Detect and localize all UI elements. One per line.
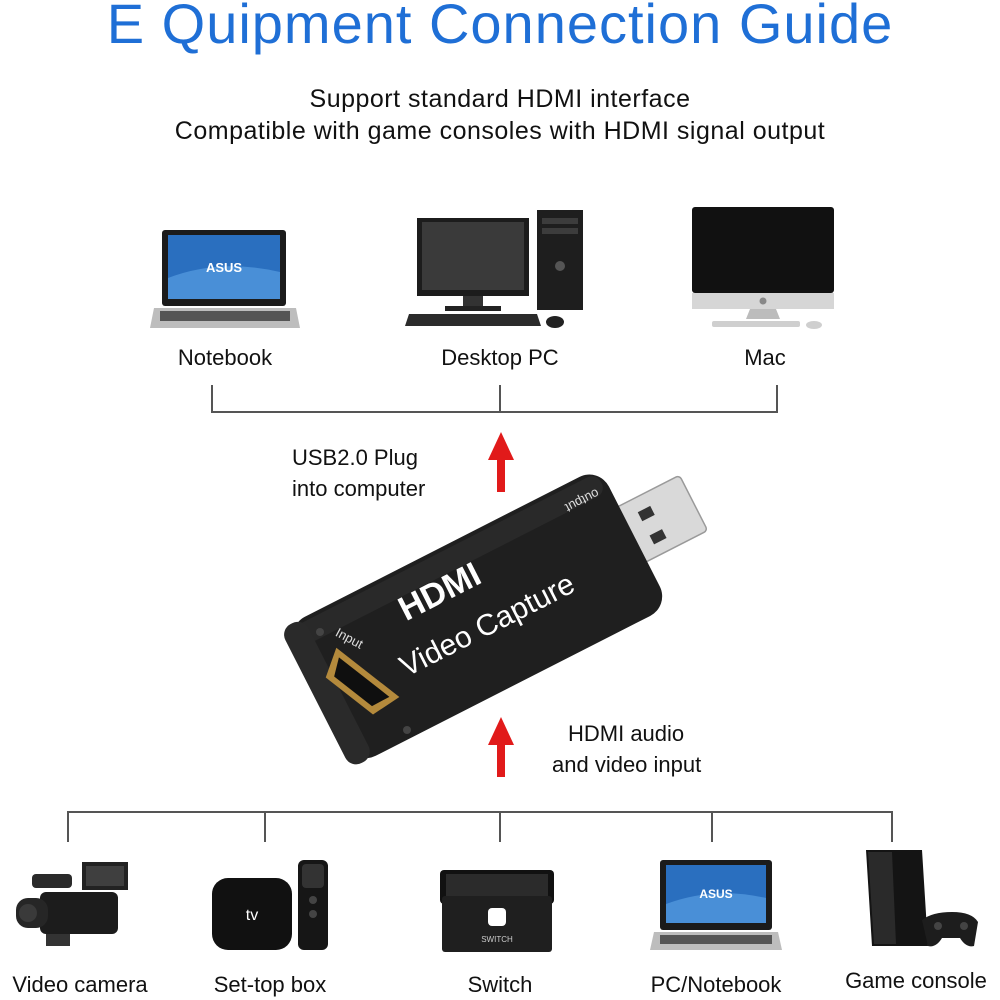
label-game-console: Game console	[845, 968, 987, 993]
imac-icon	[692, 207, 834, 329]
subtitle-line-2: Compatible with game consoles with HDMI …	[174, 117, 826, 145]
label-notebook: Notebook	[177, 345, 273, 370]
label-mac: Mac	[744, 345, 786, 370]
desktop-pc-icon	[405, 210, 583, 328]
hdmi-note-line-1: HDMI audio	[568, 721, 685, 746]
usb-note-line-2: into computer	[292, 476, 426, 501]
switch-text: SWITCH	[481, 935, 513, 944]
subtitle-line-1: Support standard HDMI interface	[309, 85, 691, 113]
label-set-top-box: Set-top box	[213, 972, 327, 997]
label-pc-notebook: PC/Notebook	[650, 972, 782, 997]
label-switch: Switch	[467, 972, 533, 997]
video-camera-icon	[16, 862, 128, 946]
asus-logo-text-2: ASUS	[699, 887, 732, 901]
label-video-camera: Video camera	[12, 972, 148, 997]
page-title: E Quipment Connection Guide	[106, 0, 894, 55]
game-switch-icon: SWITCH	[440, 870, 554, 952]
up-arrow-usb-icon	[488, 432, 514, 492]
set-top-box-icon: tv	[212, 860, 328, 950]
hdmi-port-icon	[325, 647, 400, 715]
asus-logo-text: ASUS	[206, 260, 242, 275]
game-console-icon	[866, 850, 978, 947]
hdmi-note-line-2: and video input	[552, 752, 702, 777]
usb-note-line-1: USB2.0 Plug	[292, 445, 418, 470]
apple-tv-text: tv	[246, 907, 258, 924]
pc-notebook-icon: ASUS	[650, 860, 782, 950]
label-desktop-pc: Desktop PC	[441, 345, 559, 370]
up-arrow-hdmi-icon	[488, 717, 514, 777]
notebook-laptop-icon: ASUS	[150, 230, 300, 328]
